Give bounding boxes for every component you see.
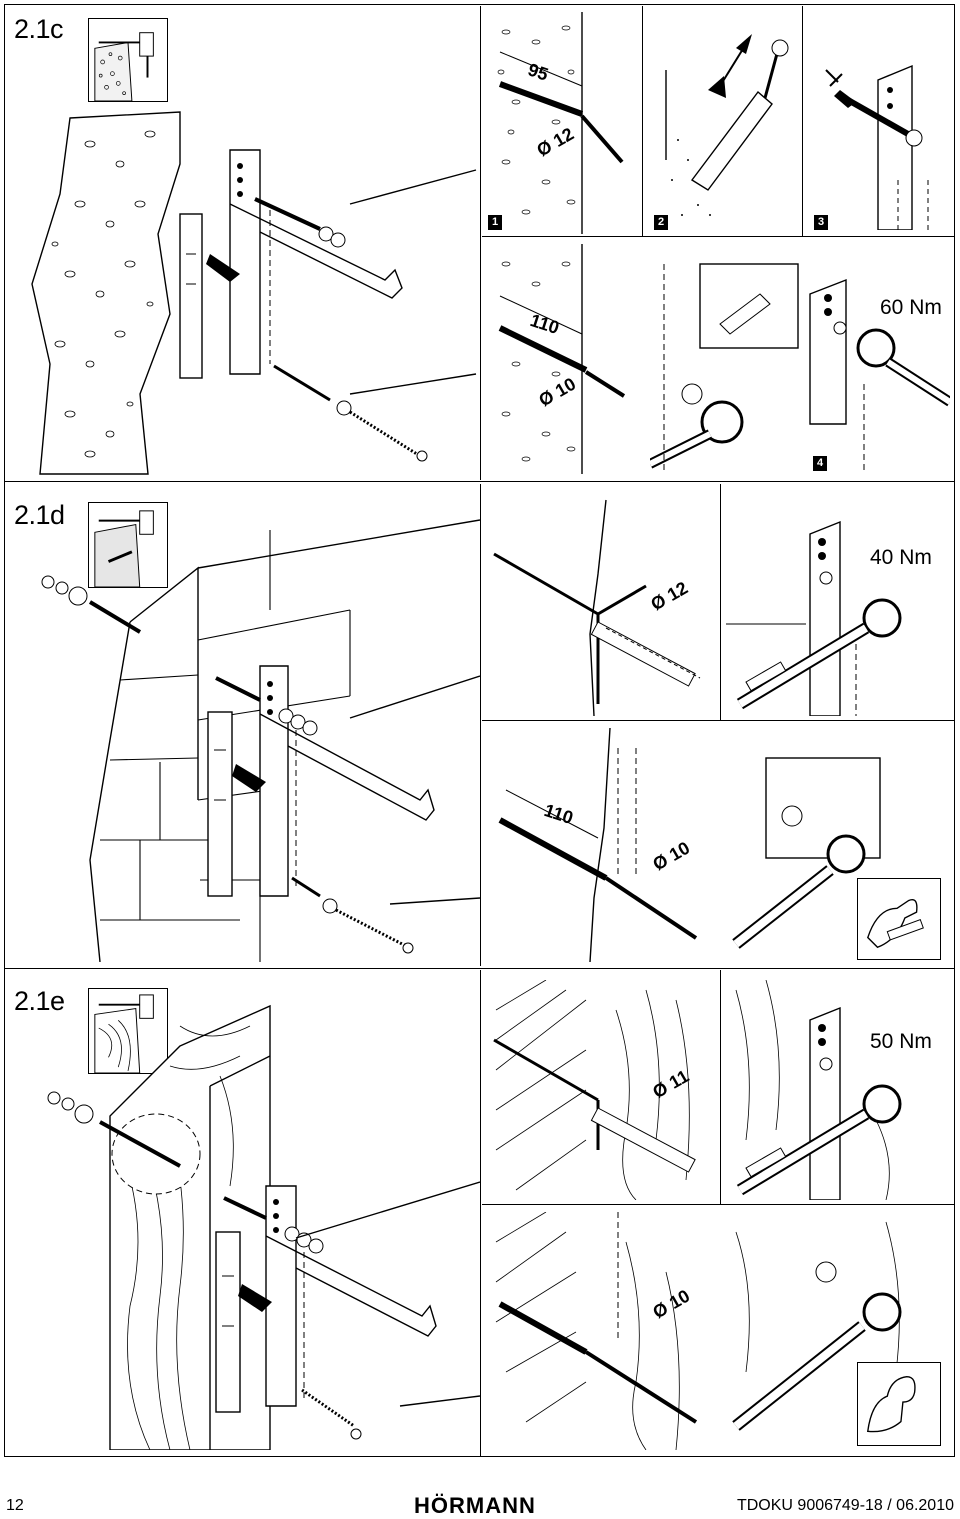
- tighten-nut-50-drawing: [726, 980, 948, 1200]
- torque-40-nm: 40 Nm: [870, 546, 932, 569]
- drill-solid-brick-inset: [88, 502, 168, 588]
- step-badge-3: 3: [814, 215, 828, 230]
- drill-hole-110-brick-drawing: [486, 728, 708, 962]
- section-divider: [4, 481, 955, 482]
- tighten-nut-brick-drawing: [726, 728, 948, 962]
- drill-hole-110-drawing: [486, 244, 626, 474]
- page-number: 12: [6, 1497, 24, 1514]
- row-divider: [482, 1204, 955, 1205]
- drill-hole-12-brick-drawing: [486, 494, 708, 716]
- arm-strength-inset: [857, 1362, 941, 1446]
- bracket-mounting-masonry-drawing: [30, 104, 480, 478]
- row-divider: [482, 236, 955, 237]
- torque-50-nm: 50 Nm: [870, 1030, 932, 1053]
- blow-out-hole-drawing: [648, 30, 798, 230]
- hand-tighten-inset: [857, 878, 941, 960]
- section-label-2-1c: 2.1c: [14, 14, 64, 44]
- insert-anchor-drawing: [808, 50, 948, 230]
- column-divider: [720, 484, 721, 720]
- column-divider: [480, 484, 481, 966]
- tighten-nut-wood-drawing: [726, 1212, 948, 1450]
- column-divider: [480, 970, 481, 1456]
- drill-masonry-inset: [88, 18, 168, 102]
- page-frame: [4, 4, 955, 1457]
- tighten-nut-40-drawing: [726, 494, 948, 716]
- drill-hole-95-drawing: [486, 12, 626, 234]
- step-badge-2: 2: [654, 215, 668, 230]
- torque-60-nm: 60 Nm: [880, 296, 942, 319]
- section-label-2-1e: 2.1e: [14, 986, 65, 1016]
- brand-logo: HÖRMANN: [414, 1493, 536, 1518]
- bracket-mounting-brick-drawing: [20, 500, 480, 962]
- section-label-2-1d: 2.1d: [14, 500, 65, 530]
- column-divider: [720, 970, 721, 1204]
- step-badge-1: 1: [488, 215, 502, 230]
- drill-hole-10-wood-drawing: [486, 1212, 708, 1450]
- document-id: TDOKU 9006749-18 / 06.2010: [736, 1497, 954, 1514]
- section-divider: [4, 968, 955, 969]
- drill-hole-11-wood-drawing: [486, 980, 708, 1200]
- step-badge-4: 4: [813, 456, 827, 471]
- column-divider: [480, 6, 481, 480]
- bracket-mounting-wood-drawing: [20, 986, 480, 1450]
- column-divider: [802, 6, 803, 236]
- row-divider: [482, 720, 955, 721]
- tighten-nut-drawing: [650, 244, 950, 474]
- column-divider: [642, 6, 643, 236]
- drill-wood-inset: [88, 988, 168, 1074]
